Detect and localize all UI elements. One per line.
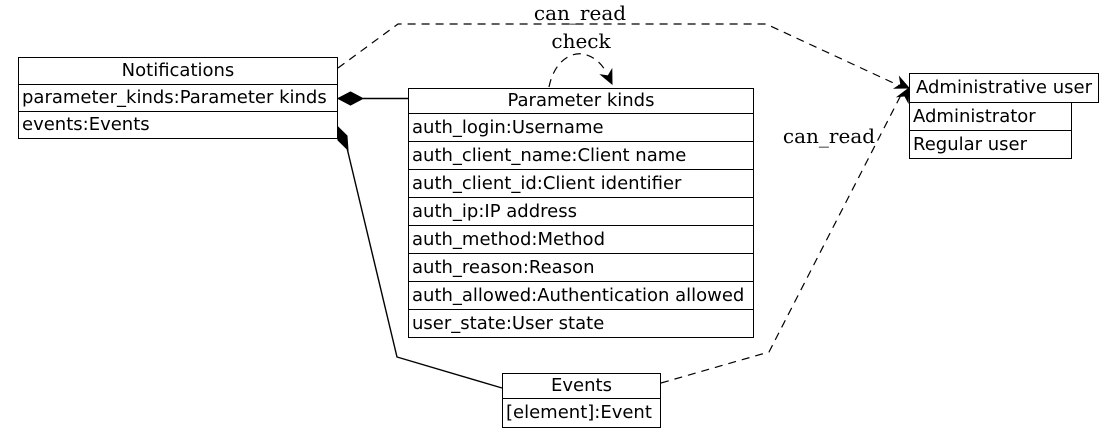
edge-events-can-read-admin bbox=[660, 94, 902, 384]
node-notifications-attr-parameter-kinds: parameter_kinds:Parameter kinds bbox=[18, 84, 338, 112]
node-administrative-user-attr-administrator: Administrator bbox=[909, 102, 1072, 131]
node-notifications: Notifications parameter_kinds:Parameter … bbox=[18, 57, 338, 139]
arrowhead-can-read-top bbox=[892, 75, 911, 89]
node-administrative-user-title: Administrative user bbox=[909, 73, 1099, 103]
edge-label-can-read-top: can_read bbox=[533, 1, 627, 25]
arrowhead-can-read-bottom bbox=[895, 86, 910, 105]
arrowhead-check bbox=[599, 67, 613, 86]
edge-notifications-events bbox=[346, 147, 503, 389]
edge-check-self-loop bbox=[548, 53, 606, 88]
node-administrative-user-attr-regular-user: Regular user bbox=[909, 130, 1072, 159]
node-notifications-attr-events: events:Events bbox=[18, 111, 338, 139]
edge-label-can-read-right: can_read bbox=[782, 124, 876, 148]
node-parameter-kinds-attr-auth-client-name: auth_client_name:Client name bbox=[408, 141, 754, 170]
node-parameter-kinds: Parameter kinds auth_login:Username auth… bbox=[408, 88, 754, 338]
composition-diamond-parameter-kinds bbox=[336, 91, 365, 106]
node-parameter-kinds-attr-auth-reason: auth_reason:Reason bbox=[408, 253, 754, 282]
node-parameter-kinds-attr-user-state: user_state:User state bbox=[408, 309, 754, 338]
node-events-title: Events bbox=[502, 373, 661, 399]
edge-label-check: check bbox=[551, 29, 611, 53]
node-events-attr-element: [element]:Event bbox=[502, 398, 661, 428]
node-parameter-kinds-attr-auth-method: auth_method:Method bbox=[408, 225, 754, 254]
node-administrative-user: Administrative user Administrator Regula… bbox=[909, 73, 1099, 159]
node-parameter-kinds-attr-auth-login: auth_login:Username bbox=[408, 113, 754, 142]
node-events: Events [element]:Event bbox=[502, 373, 661, 428]
edge-notifications-can-read-admin bbox=[337, 23, 901, 87]
node-parameter-kinds-attr-auth-client-id: auth_client_id:Client identifier bbox=[408, 169, 754, 198]
node-notifications-title: Notifications bbox=[18, 57, 338, 85]
node-parameter-kinds-attr-auth-ip: auth_ip:IP address bbox=[408, 197, 754, 226]
composition-diamond-events bbox=[336, 124, 349, 152]
node-parameter-kinds-title: Parameter kinds bbox=[408, 88, 754, 114]
node-parameter-kinds-attr-auth-allowed: auth_allowed:Authentication allowed bbox=[408, 281, 754, 310]
